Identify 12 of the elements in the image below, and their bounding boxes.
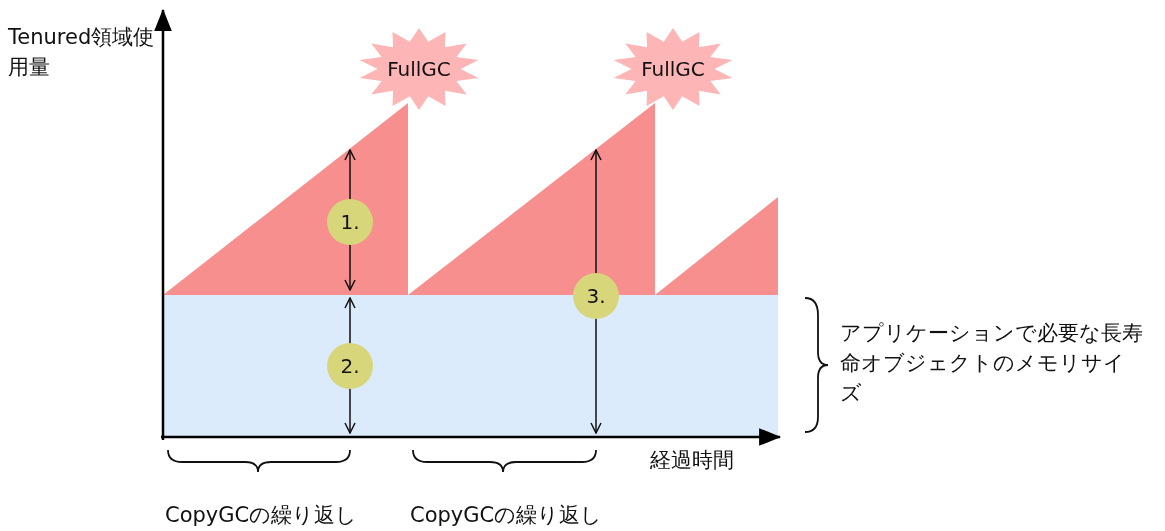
starburst: [358, 28, 480, 110]
bracket-label: CopyGCの繰り返し: [165, 502, 359, 529]
starburst: [612, 28, 734, 110]
bracket-label: CopyGCの繰り返し: [410, 502, 604, 529]
callout-number: 2.: [340, 354, 360, 378]
callout-number: 1.: [340, 210, 360, 234]
callout-number: 3.: [586, 284, 606, 308]
event-label: FullGC: [641, 57, 705, 81]
annotation-text: アプリケーションで必要な長寿命オブジェクトのメモリサイズ: [840, 320, 1144, 407]
axis-title: 経過時間: [650, 447, 735, 474]
axis-title: Tenured領域使用量: [8, 24, 156, 81]
event-label: FullGC: [387, 57, 451, 81]
